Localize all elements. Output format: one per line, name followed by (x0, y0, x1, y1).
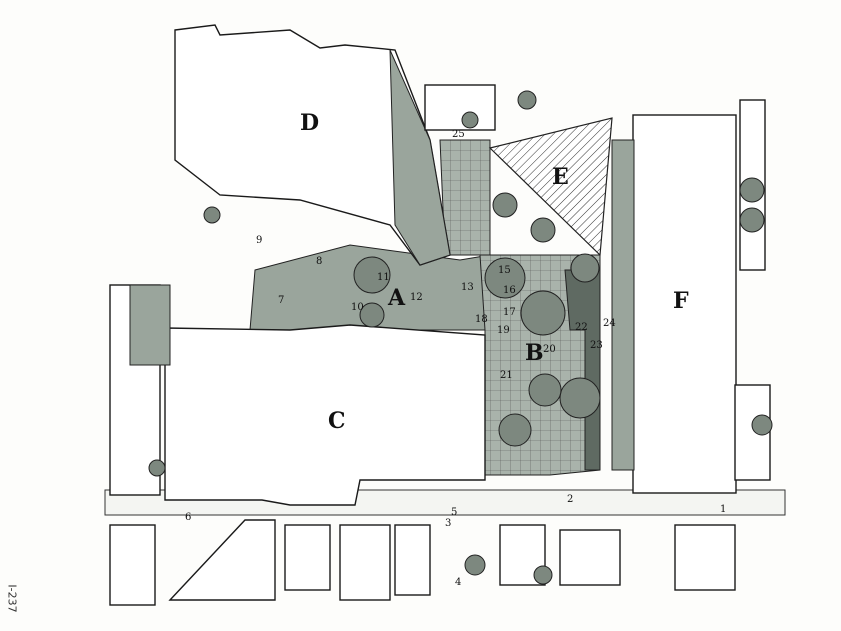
viewpoint-22: 22 (575, 322, 588, 333)
houses-west (109, 84, 771, 496)
building-c (164, 324, 486, 506)
viewpoint-9: 9 (256, 235, 262, 246)
label-building-c: C (328, 408, 346, 434)
viewpoint-21: 21 (500, 370, 513, 381)
trees (148, 90, 773, 585)
viewpoint-15: 15 (498, 265, 511, 276)
label-building-d: D (300, 110, 319, 136)
building-f-arcade (611, 139, 635, 471)
viewpoint-18: 18 (475, 314, 488, 325)
viewpoint-6: 6 (185, 512, 191, 523)
houses-south (109, 519, 736, 606)
viewpoint-7: 7 (278, 295, 284, 306)
viewpoint-17: 17 (503, 307, 516, 318)
viewpoint-labels: 1 2 3 4 5 6 7 8 9 10 11 12 13 15 16 17 1… (185, 129, 726, 588)
page-number: I-237 (5, 584, 19, 613)
viewpoint-10: 10 (351, 302, 364, 313)
viewpoint-11: 11 (377, 272, 390, 283)
walkway-b (564, 269, 601, 471)
label-plaza-b: B (525, 340, 544, 366)
viewpoint-8: 8 (316, 256, 322, 267)
viewpoint-16: 16 (503, 285, 516, 296)
viewpoint-25: 25 (452, 129, 465, 140)
viewpoint-19: 19 (497, 325, 510, 336)
viewpoint-13: 13 (461, 282, 474, 293)
viewpoint-4: 4 (455, 577, 461, 588)
viewpoint-23: 23 (590, 340, 603, 351)
viewpoint-20: 20 (543, 344, 556, 355)
viewpoint-12: 12 (410, 292, 423, 303)
label-plaza-a: A (387, 285, 406, 311)
viewpoint-1: 1 (720, 504, 726, 515)
viewpoint-24: 24 (603, 318, 616, 329)
viewpoint-2: 2 (567, 494, 573, 505)
label-building-e: E (552, 164, 569, 190)
viewpoint-5: 5 (451, 507, 457, 518)
building-e (488, 117, 613, 257)
label-building-f: F (673, 288, 689, 314)
viewpoint-3: 3 (445, 518, 451, 529)
building-d-facade (389, 49, 451, 266)
